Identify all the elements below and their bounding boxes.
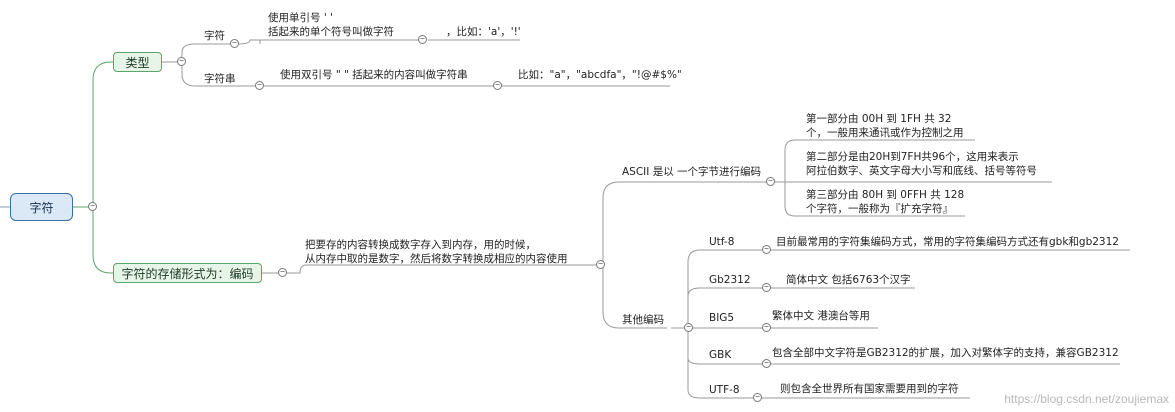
type-string-label: 字符串 [204, 73, 236, 85]
ascii-part-1: 第一部分由 00H 到 1FH 共 32 个，一般用来通讯或作为控制之用 [806, 113, 964, 139]
storage-collapse-toggle[interactable]: − [278, 268, 287, 277]
other-encodings-toggle[interactable]: − [684, 323, 693, 332]
type-string-desc-toggle[interactable]: − [493, 81, 502, 90]
encoding-name-gbk: GBK [709, 349, 732, 361]
encoding-desc-utf8-lower: 目前最常用的字符集编码方式，常用的字符集编码方式还有gbk和gb2312 [776, 236, 1119, 248]
encoding-name-utf8-upper: UTF-8 [709, 384, 740, 396]
category-storage-label: 字符的存储形式为：编码 [121, 266, 254, 281]
type-string-toggle[interactable]: − [255, 81, 264, 90]
type-char-label: 字符 [204, 30, 225, 42]
encoding-desc-utf8-upper: 则包含全世界所有国家需要用到的字符 [780, 383, 959, 395]
category-node-type[interactable]: 类型 [113, 52, 162, 72]
watermark-url: https://blog.csdn.net/zoujiemax [1004, 392, 1169, 406]
type-char-desc: 使用单引号 ' ' 括起来的单个符号叫做字符 [268, 12, 394, 38]
encoding-desc-big5: 繁体中文 港澳台等用 [772, 310, 870, 322]
type-char-example: ，比如：'a'，'!' [446, 26, 521, 38]
encoding-gbk-toggle[interactable]: − [762, 359, 771, 368]
encoding-desc-gb2312: 简体中文 包括6763个汉字 [786, 274, 911, 286]
ascii-part-2: 第二部分是由20H到7FH共96个，这用来表示 阿拉伯数字、英文字母大小写和底线… [806, 151, 1037, 177]
category-type-label: 类型 [125, 55, 150, 70]
type-string-desc: 使用双引号 " " 括起来的内容叫做字符串 [280, 69, 468, 81]
ascii-collapse-toggle[interactable]: − [766, 177, 775, 186]
encoding-name-utf8-lower: Utf-8 [709, 236, 735, 248]
encoding-gb2312-toggle[interactable]: − [762, 283, 771, 292]
encoding-name-big5: BIG5 [709, 312, 735, 324]
encoding-desc-gbk: 包含全部中文字符是GB2312的扩展，加入对繁体字的支持，兼容GB2312 [772, 347, 1119, 359]
storage-desc-toggle[interactable]: − [596, 260, 605, 269]
encoding-name-gb2312: Gb2312 [709, 274, 751, 286]
storage-desc: 把要存的内容转换成数字存入到内存，用的时候， 从内存中取的是数字，然后将数字转换… [305, 239, 568, 265]
root-collapse-toggle[interactable]: − [88, 202, 97, 211]
type-char-desc-toggle[interactable]: − [418, 35, 427, 44]
root-node-label: 字符 [29, 200, 54, 215]
ascii-part-3: 第三部分由 80H 到 0FFH 共 128 个字符，一般称为『扩充字符』 [806, 189, 965, 215]
ascii-node-label: ASCII 是以 一个字节进行编码 [622, 166, 762, 178]
type-char-toggle[interactable]: − [230, 39, 239, 48]
encoding-utf8-lower-toggle[interactable]: − [762, 245, 771, 254]
type-collapse-toggle[interactable]: − [177, 57, 186, 66]
encoding-utf8-upper-toggle[interactable]: − [753, 393, 762, 402]
other-encodings-label: 其他编码 [622, 314, 664, 326]
root-node-char[interactable]: 字符 [10, 193, 73, 221]
type-string-example: 比如："a"，"abcdfa"，"!@#$%" [518, 69, 682, 81]
category-node-storage[interactable]: 字符的存储形式为：编码 [113, 263, 262, 283]
encoding-big5-toggle[interactable]: − [762, 323, 771, 332]
